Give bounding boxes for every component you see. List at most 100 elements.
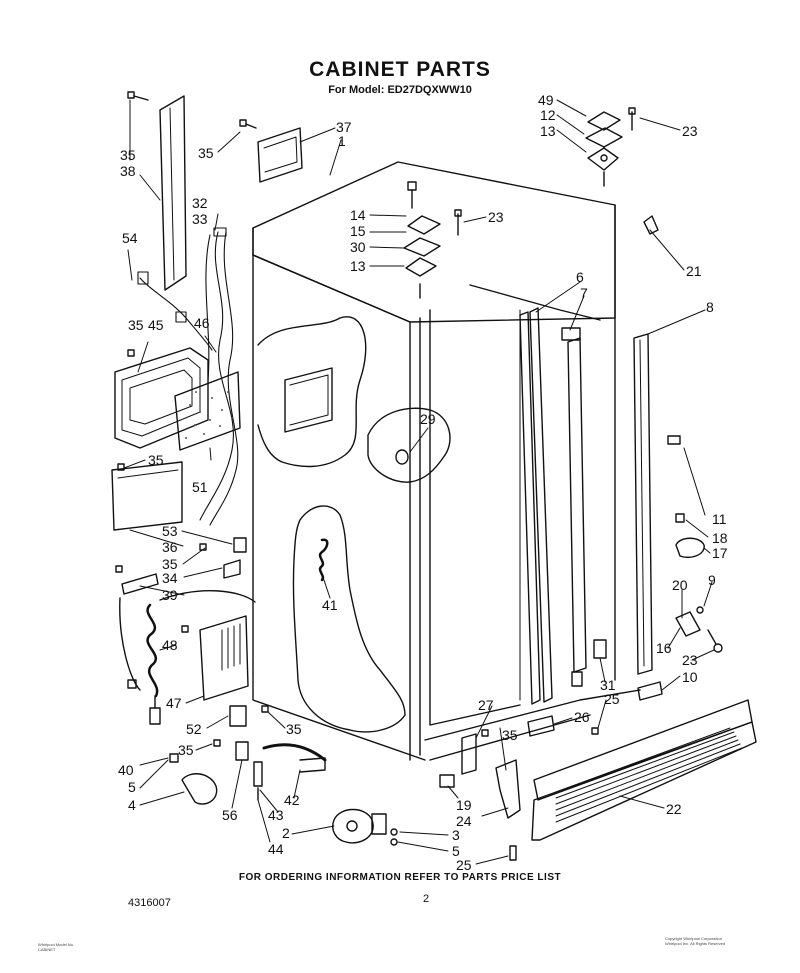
- callout-45: 45: [148, 317, 164, 333]
- insulation-pad: [174, 371, 241, 451]
- trim-clip: [643, 215, 659, 235]
- callout-3: 3: [452, 827, 460, 843]
- callout-6: 6: [576, 269, 584, 285]
- callout-39: 39: [162, 587, 178, 603]
- right-lower-hardware: [593, 435, 723, 701]
- callout-10: 10: [682, 669, 698, 685]
- callout-35: 35: [286, 721, 302, 737]
- callout-49: 49: [538, 92, 554, 108]
- foam-plug: [318, 538, 329, 582]
- model-subtitle: For Model: ED27DQXWW10: [328, 84, 472, 96]
- callout-17: 17: [712, 545, 728, 561]
- callout-24: 24: [456, 813, 472, 829]
- callout-1: 1: [338, 133, 346, 149]
- drain-heater: [114, 347, 209, 449]
- fine-print-right: Copyright Whirlpool Corporation Whirlpoo…: [665, 936, 725, 946]
- callout-35: 35: [198, 145, 214, 161]
- callout-12: 12: [540, 107, 556, 123]
- callout-9: 9: [708, 572, 716, 588]
- callout-18: 18: [712, 530, 728, 546]
- door-rails: [519, 307, 653, 705]
- callout-5: 5: [452, 843, 460, 859]
- callout-44: 44: [268, 841, 284, 857]
- callout-42: 42: [284, 792, 300, 808]
- page-number: 2: [423, 893, 430, 905]
- water-valve: [332, 808, 398, 846]
- callout-32: 32: [192, 195, 208, 211]
- callout-5: 5: [128, 779, 136, 795]
- fine-print-left: Whirlpool Model No. CABINET: [38, 942, 74, 952]
- side-panel: [111, 461, 183, 531]
- callout-26: 26: [574, 709, 590, 725]
- callout-23: 23: [682, 652, 698, 668]
- callout-19: 19: [456, 797, 472, 813]
- callout-31: 31: [600, 677, 616, 693]
- callout-40: 40: [118, 762, 134, 778]
- callout-56: 56: [222, 807, 238, 823]
- callout-25: 25: [456, 857, 472, 873]
- callout-35: 35: [178, 742, 194, 758]
- callout-30: 30: [350, 239, 366, 255]
- callout-27: 27: [478, 697, 494, 713]
- wiring-harness: [137, 227, 239, 526]
- callout-14: 14: [350, 207, 366, 223]
- lower-left-hardware: [169, 705, 327, 805]
- leader-lines: [123, 99, 715, 865]
- callout-33: 33: [192, 211, 208, 227]
- callout-52: 52: [186, 721, 202, 737]
- callout-48: 48: [162, 637, 178, 653]
- ordering-note: FOR ORDERING INFORMATION REFER TO PARTS …: [238, 872, 562, 883]
- part-number: 4316007: [128, 897, 171, 909]
- callout-35: 35: [162, 556, 178, 572]
- callout-16: 16: [656, 640, 672, 656]
- hinge-cover: [239, 119, 303, 183]
- callout-15: 15: [350, 223, 366, 239]
- callout-23: 23: [488, 209, 504, 225]
- center-lower-hardware: [439, 715, 599, 819]
- callout-13: 13: [540, 123, 556, 139]
- callout-54: 54: [122, 230, 138, 246]
- fine-print-left-line: CABINET: [38, 947, 56, 952]
- callout-36: 36: [162, 539, 178, 555]
- water-tube: [119, 590, 256, 725]
- fine-print-right-line: Copyright Whirlpool Corporation: [665, 936, 722, 941]
- callout-29: 29: [420, 411, 436, 427]
- center-hinge-assembly: [403, 181, 462, 299]
- callout-25: 25: [604, 691, 620, 707]
- callout-7: 7: [580, 285, 588, 301]
- page-title: CABINET PARTS: [309, 58, 491, 81]
- top-hinge-assembly: [585, 107, 636, 187]
- callout-labels: 49 12 13 23 35 37 1 35 38 14 15 23 30 13…: [118, 92, 728, 873]
- callout-47: 47: [166, 695, 182, 711]
- callout-37: 37: [336, 119, 352, 135]
- callout-43: 43: [268, 807, 284, 823]
- callout-8: 8: [706, 299, 714, 315]
- callout-35: 35: [502, 727, 518, 743]
- callout-51: 51: [192, 479, 208, 495]
- callout-38: 38: [120, 163, 136, 179]
- callout-35: 35: [148, 452, 164, 468]
- callout-21: 21: [686, 263, 702, 279]
- callout-22: 22: [666, 801, 682, 817]
- callout-13: 13: [350, 258, 366, 274]
- fine-print-right-line: Whirlpool Inc. All Rights Reserved: [665, 941, 726, 946]
- callout-53: 53: [162, 523, 178, 539]
- callout-4: 4: [128, 797, 136, 813]
- left-trim-strip: [127, 91, 187, 291]
- control-box: [181, 615, 249, 701]
- callout-11: 11: [712, 511, 727, 527]
- callout-41: 41: [322, 597, 338, 613]
- callout-34: 34: [162, 570, 178, 586]
- kickplate-grille: [509, 699, 757, 861]
- foam-cutaway: [257, 316, 451, 733]
- cabinet-shell: [252, 161, 641, 761]
- small-brackets: [115, 537, 247, 595]
- callout-35: 35: [120, 147, 136, 163]
- callout-20: 20: [672, 577, 688, 593]
- callout-23: 23: [682, 123, 698, 139]
- callout-46: 46: [194, 315, 210, 331]
- callout-2: 2: [282, 825, 290, 841]
- fine-print-left-line: Whirlpool Model No.: [38, 942, 75, 947]
- callout-35: 35: [128, 317, 144, 333]
